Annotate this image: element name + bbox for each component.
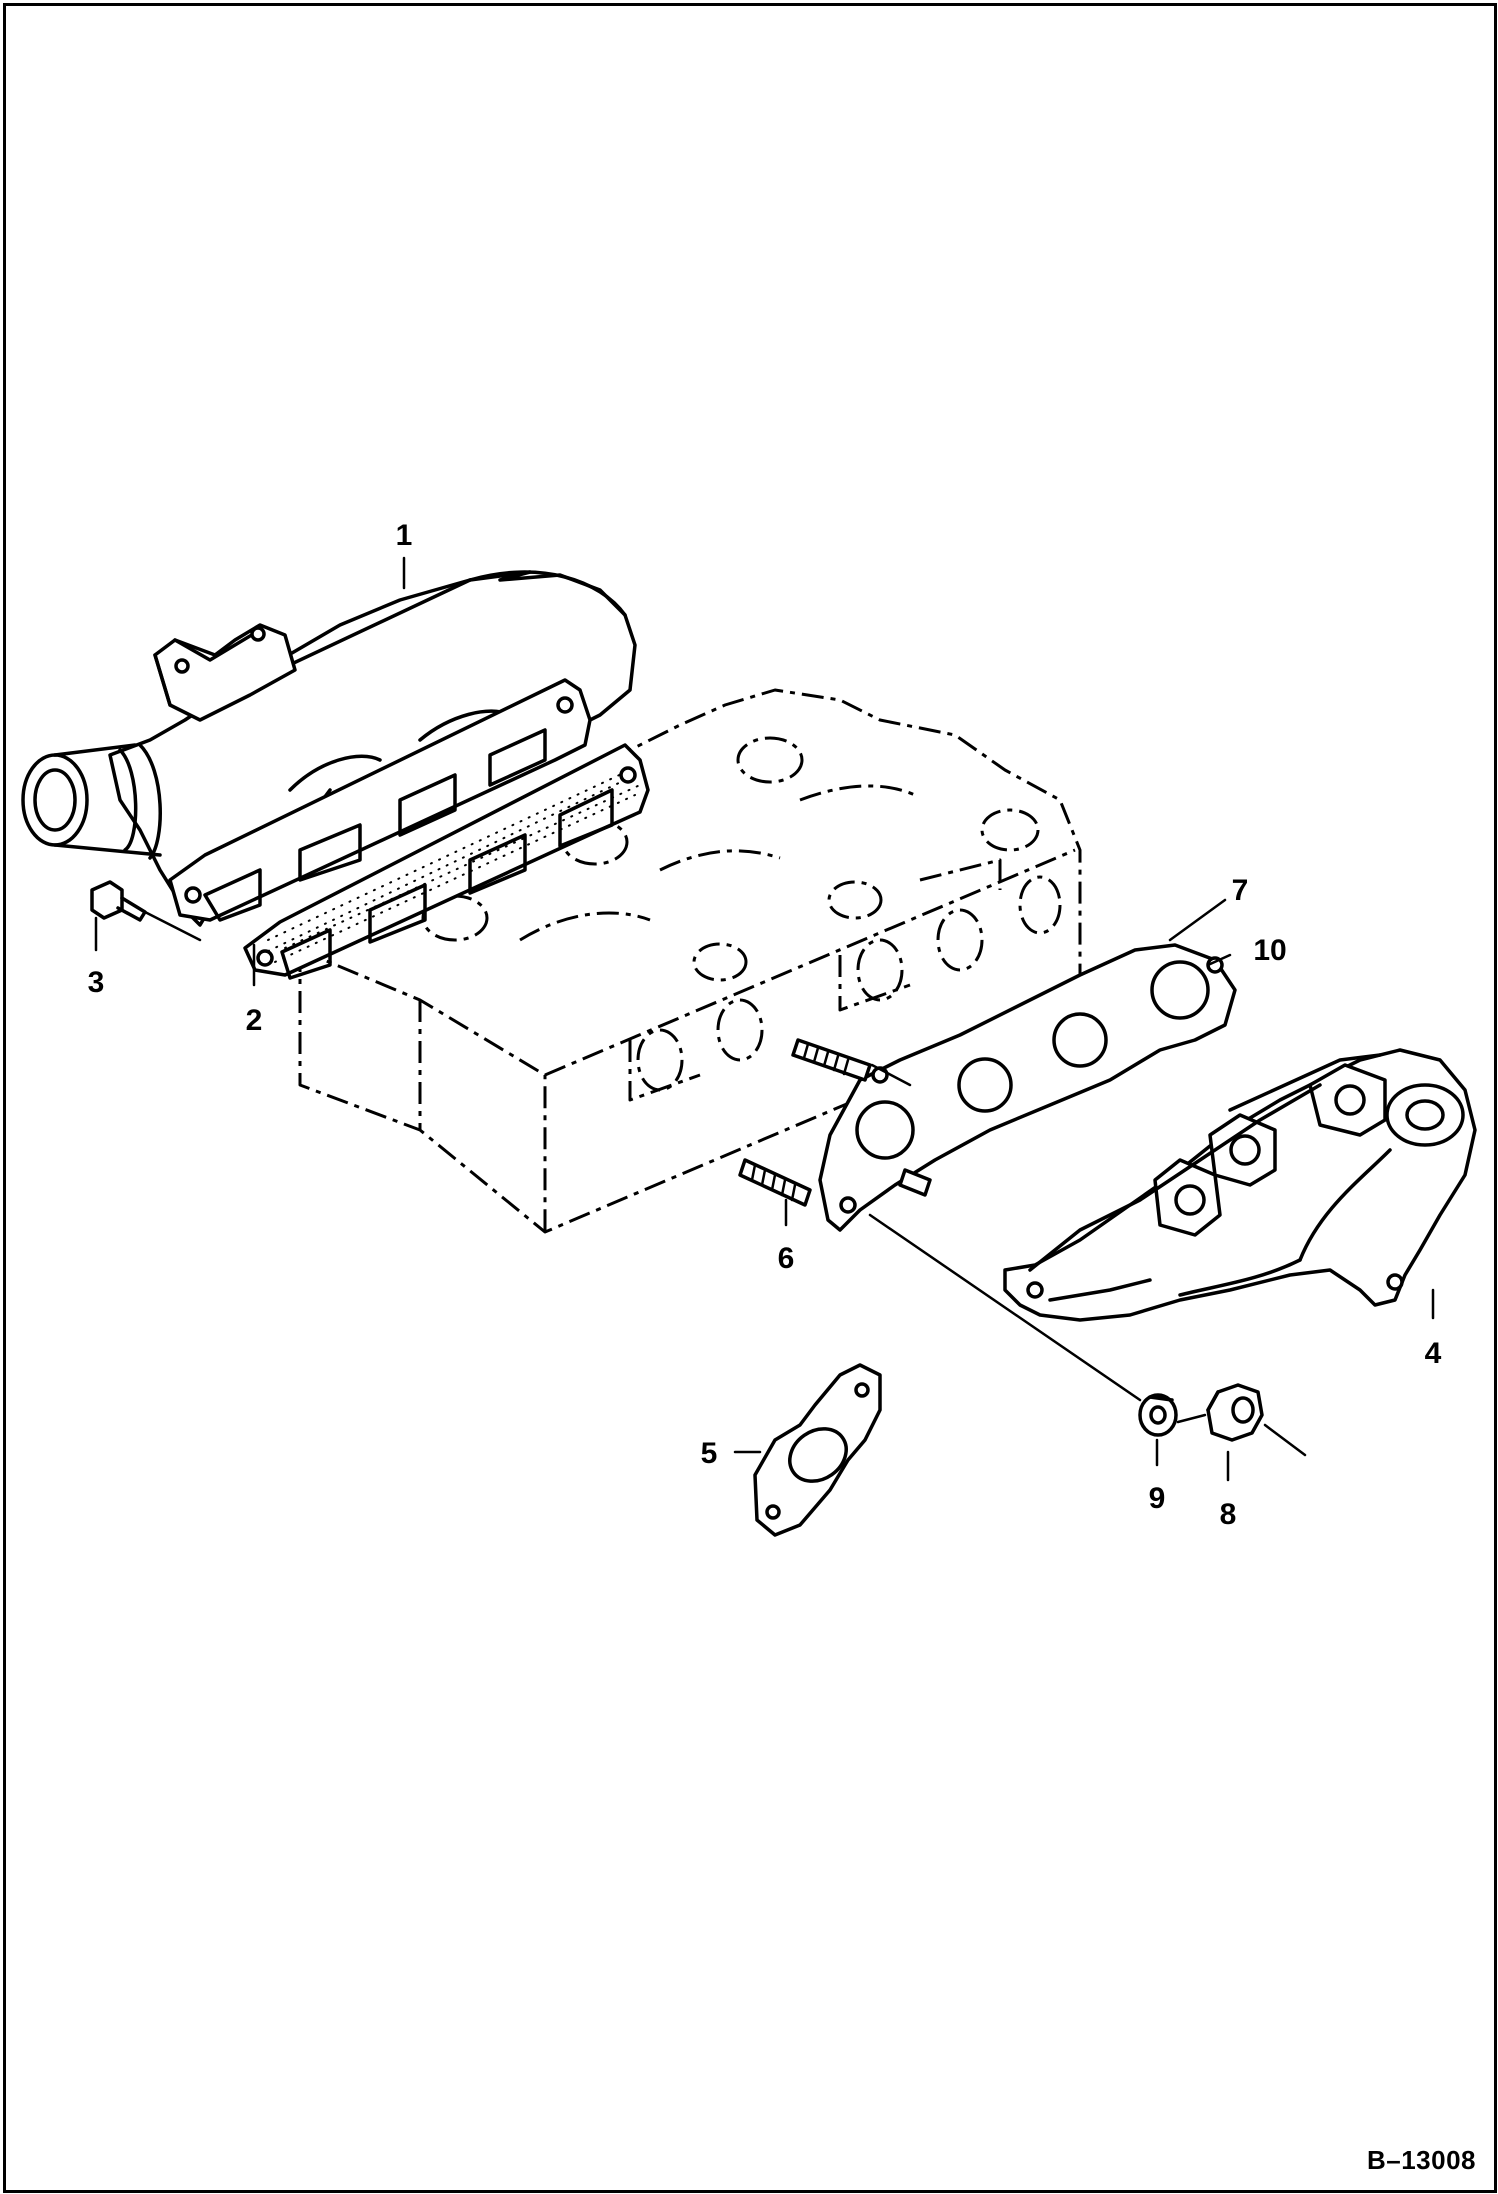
part-5-outlet-gasket xyxy=(753,1363,882,1537)
callout-8: 8 xyxy=(1220,1498,1237,1531)
figure-reference-code: B–13008 xyxy=(1366,2145,1476,2175)
part-7-exhaust-gasket xyxy=(818,943,1237,1232)
callout-7: 7 xyxy=(1232,874,1249,907)
callout-6: 6 xyxy=(778,1242,795,1275)
callouts: 1 2 3 4 5 6 7 8 9 10 xyxy=(88,519,1442,1531)
part-4-exhaust-manifold xyxy=(1003,1048,1477,1322)
callout-10: 10 xyxy=(1253,934,1286,967)
callout-2: 2 xyxy=(246,1004,263,1037)
part-8-nut xyxy=(1206,1383,1264,1442)
callout-4: 4 xyxy=(1425,1337,1442,1370)
assembly-lines xyxy=(868,1063,1307,1457)
leader-lines xyxy=(94,556,1435,1482)
part-2-intake-gasket xyxy=(168,678,650,980)
callout-9: 9 xyxy=(1149,1482,1166,1515)
callout-3: 3 xyxy=(88,966,105,999)
part-6-studs xyxy=(738,1038,932,1207)
diagram-frame xyxy=(3,3,1497,2193)
callout-1: 1 xyxy=(396,519,413,552)
callout-5: 5 xyxy=(701,1437,718,1470)
part-3-bolt xyxy=(90,880,202,942)
part-9-washer xyxy=(1138,1393,1178,1437)
